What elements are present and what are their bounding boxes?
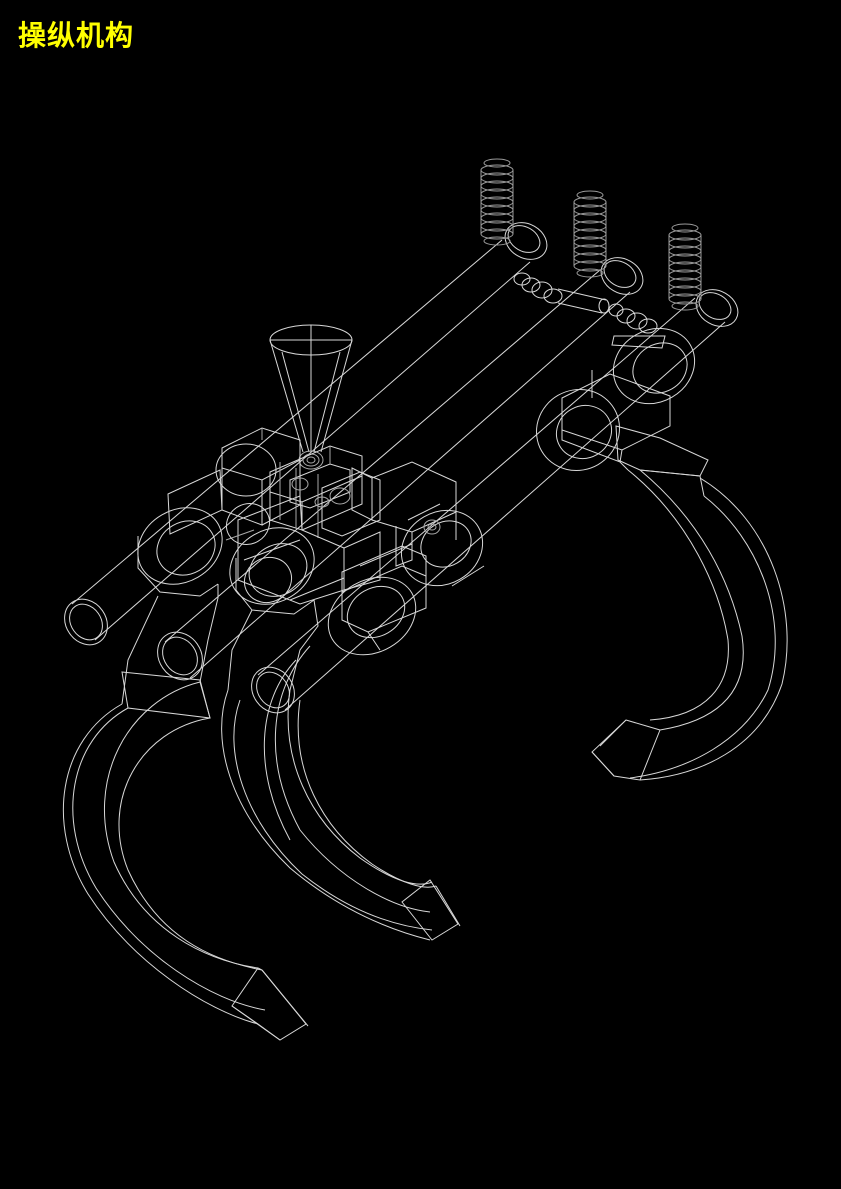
interlock-pins	[513, 272, 666, 349]
spring-right	[668, 223, 702, 311]
interlock-pin-right	[608, 303, 666, 349]
drawing-title: 操纵机构	[18, 19, 135, 52]
housing-details	[225, 428, 345, 604]
spring-left	[480, 158, 514, 246]
shift-rod-middle	[157, 257, 644, 681]
rear-rod-collar	[400, 503, 485, 587]
detent-springs	[480, 158, 702, 311]
shift-fork-left	[62, 507, 309, 1041]
spring-middle	[573, 190, 607, 278]
shift-rods	[64, 222, 739, 714]
shift-fork-right	[535, 327, 788, 781]
gear-lever	[269, 324, 353, 470]
interlock-pin-left	[513, 272, 610, 314]
shift-fork-front	[263, 545, 431, 913]
shift-fork-middle	[221, 527, 461, 941]
